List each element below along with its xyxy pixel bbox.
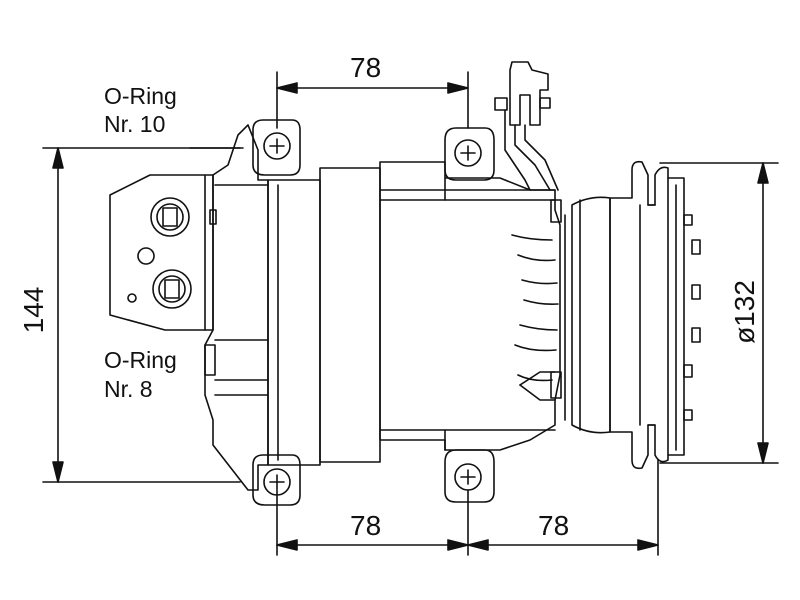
front-housing: [379, 161, 562, 451]
dimension-height-144: [42, 147, 241, 483]
mount-ear-bottom-left: [252, 454, 301, 506]
dimension-top-78-label: 78: [350, 52, 382, 83]
dimension-bottom-right-78: [467, 459, 659, 556]
electrical-connector: [494, 61, 559, 191]
dimension-bottom-right-78-label: 78: [538, 510, 570, 541]
dimension-bottom-left-78: [276, 489, 469, 556]
oring-top-label-line2: Nr. 10: [104, 111, 166, 137]
dimension-height-144-label: 144: [18, 286, 49, 334]
dimension-top-78: [276, 71, 469, 129]
rear-head: [109, 174, 214, 331]
clutch-plate: [564, 196, 611, 434]
mount-ear-top-right: [444, 127, 495, 181]
mount-ear-top-left: [252, 119, 301, 176]
dimension-pulley-diameter: [659, 162, 779, 464]
oring-bottom-label-line1: O-Ring: [104, 347, 177, 373]
oring-bottom-label-line2: Nr. 8: [104, 376, 153, 402]
dimension-bottom-left-78-label: 78: [350, 510, 382, 541]
o-ring-port-top: [150, 197, 190, 237]
o-ring-port-bottom: [152, 269, 192, 309]
pulley-bolts: [683, 214, 701, 421]
oring-top-label-line1: O-Ring: [104, 83, 177, 109]
dimension-pulley-diameter-label: ø132: [729, 280, 760, 344]
pulley: [609, 160, 685, 470]
tiny-port: [127, 293, 137, 303]
mount-ear-bottom-right: [444, 449, 495, 503]
cylinder-body: [267, 167, 381, 466]
rear-housing: [204, 124, 269, 491]
small-port: [137, 247, 155, 265]
